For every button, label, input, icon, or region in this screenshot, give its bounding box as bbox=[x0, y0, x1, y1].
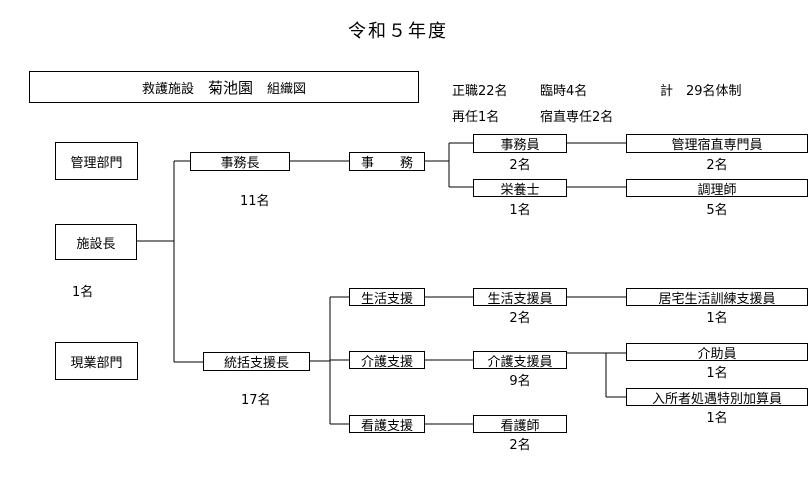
special-staff-count: 1名 bbox=[706, 411, 728, 426]
clerk-box: 事務員 bbox=[473, 134, 567, 153]
cook-count: 5名 bbox=[706, 203, 728, 218]
admin-chief-box: 事務長 bbox=[190, 152, 290, 171]
care-support-staff-box: 介護支援員 bbox=[473, 351, 567, 370]
care-support-staff-count: 9名 bbox=[509, 374, 531, 389]
special-staff-box: 入所者処遇特別加算員 bbox=[626, 388, 808, 407]
home-training-staff-count: 1名 bbox=[706, 311, 728, 326]
night-staff-box: 管理宿直専門員 bbox=[626, 134, 808, 153]
support-chief-box: 統括支援長 bbox=[203, 352, 310, 371]
life-support-box: 生活支援 bbox=[349, 288, 425, 307]
summary-night-duty: 宿直専任2名 bbox=[540, 110, 614, 125]
director-count: 1名 bbox=[72, 285, 94, 300]
care-support-box: 介護支援 bbox=[349, 351, 425, 370]
support-chief-count: 17名 bbox=[241, 393, 271, 408]
cook-box: 調理師 bbox=[626, 179, 808, 198]
header-prefix: 救護施設 bbox=[141, 81, 194, 97]
header-box: 救護施設 菊池園 組織図 bbox=[29, 71, 419, 103]
summary-regular: 正職22名 bbox=[452, 84, 508, 99]
admin-chief-count: 11名 bbox=[240, 194, 270, 209]
life-support-staff-count: 2名 bbox=[509, 311, 531, 326]
nurse-count: 2名 bbox=[509, 438, 531, 453]
facility-name: 菊池園 bbox=[207, 78, 253, 97]
summary-reemployed: 再任1名 bbox=[452, 110, 500, 125]
night-staff-count: 2名 bbox=[706, 158, 728, 173]
clerk-count: 2名 bbox=[509, 158, 531, 173]
nursing-support-box: 看護支援 bbox=[349, 415, 425, 434]
life-support-staff-box: 生活支援員 bbox=[473, 288, 567, 307]
page-title: 令和５年度 bbox=[348, 21, 448, 42]
summary-temporary: 臨時4名 bbox=[540, 84, 588, 99]
general-affairs-box: 事 務 bbox=[349, 152, 425, 171]
dietitian-box: 栄養士 bbox=[473, 179, 567, 198]
dietitian-count: 1名 bbox=[509, 203, 531, 218]
field-department: 現業部門 bbox=[55, 342, 138, 380]
nurse-box: 看護師 bbox=[473, 415, 567, 434]
header-suffix: 組織図 bbox=[267, 81, 307, 97]
summary-total: 計 29名体制 bbox=[660, 84, 742, 99]
home-training-staff-box: 居宅生活訓練支援員 bbox=[626, 288, 808, 307]
director-box: 施設長 bbox=[55, 224, 137, 260]
management-department: 管理部門 bbox=[55, 142, 138, 180]
care-assistant-count: 1名 bbox=[706, 366, 728, 381]
care-assistant-box: 介助員 bbox=[626, 343, 808, 362]
